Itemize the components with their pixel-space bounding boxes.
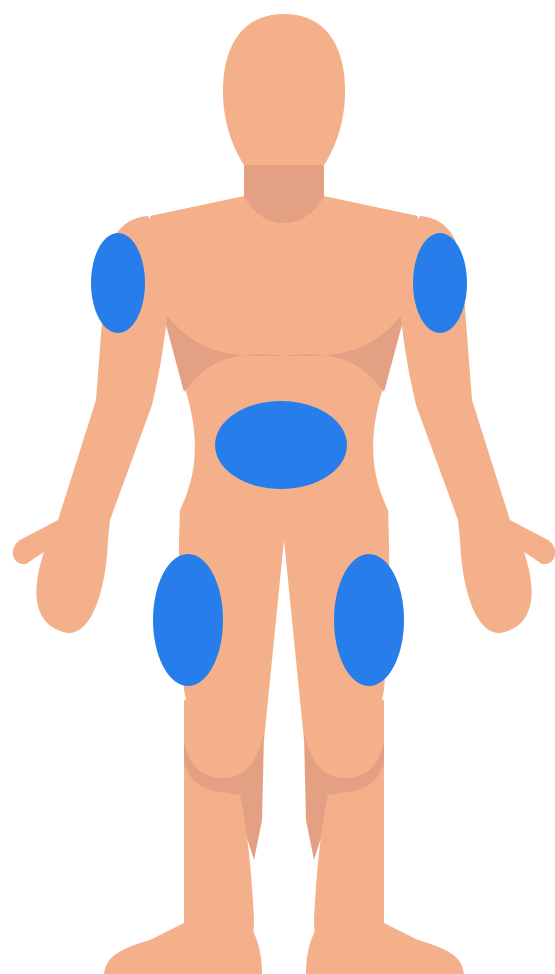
marker-right-upper-arm[interactable] [413,233,467,333]
human-figure [13,14,555,974]
marker-left-thigh[interactable] [153,554,223,686]
marker-left-upper-arm[interactable] [91,233,145,333]
left-foot [104,922,262,974]
marker-abdomen[interactable] [215,401,347,489]
right-foot [306,922,464,974]
marker-right-thigh[interactable] [334,554,404,686]
